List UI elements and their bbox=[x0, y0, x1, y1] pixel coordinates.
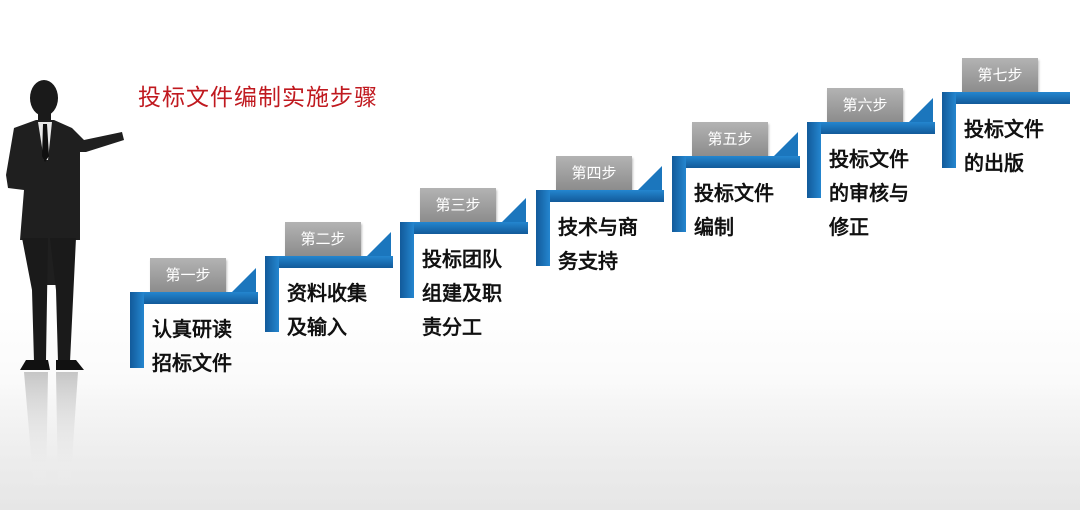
step-5-label: 投标文件 编制 bbox=[694, 181, 774, 239]
step-2-side-bar bbox=[265, 256, 279, 332]
step-7-side-bar bbox=[942, 92, 956, 168]
step-3-badge: 第三步 bbox=[420, 188, 496, 222]
step-1-side-bar bbox=[130, 292, 144, 368]
step-1-label: 认真研读 招标文件 bbox=[152, 317, 232, 375]
step-3-top-bar bbox=[400, 222, 528, 234]
step-7-top-bar bbox=[942, 92, 1070, 104]
step-2-corner-wedge bbox=[367, 232, 391, 256]
step-2: 第二步 资料收集 及输入 bbox=[265, 222, 410, 382]
step-6: 第六步 投标文件 的审核与 修正 bbox=[807, 88, 952, 248]
step-5-top-bar bbox=[672, 156, 800, 168]
step-7-label: 投标文件 的出版 bbox=[964, 117, 1044, 175]
step-2-top-bar bbox=[265, 256, 393, 268]
step-6-label: 投标文件 的审核与 修正 bbox=[829, 147, 909, 239]
step-1-badge: 第一步 bbox=[150, 258, 226, 292]
step-6-corner-wedge bbox=[909, 98, 933, 122]
step-4-side-bar bbox=[536, 190, 550, 266]
step-4-label: 技术与商 务支持 bbox=[558, 215, 638, 273]
step-6-side-bar bbox=[807, 122, 821, 198]
step-3-label: 投标团队 组建及职 责分工 bbox=[422, 247, 502, 339]
step-5-corner-wedge bbox=[774, 132, 798, 156]
step-3-corner-wedge bbox=[502, 198, 526, 222]
presenter-silhouette-icon bbox=[6, 80, 124, 490]
step-5: 第五步 投标文件 编制 bbox=[672, 122, 817, 282]
step-4-corner-wedge bbox=[638, 166, 662, 190]
floor-shadow bbox=[0, 380, 1080, 510]
step-6-top-bar bbox=[807, 122, 935, 134]
page-title: 投标文件编制实施步骤 bbox=[138, 85, 378, 111]
step-4: 第四步 技术与商 务支持 bbox=[536, 156, 681, 316]
step-1-corner-wedge bbox=[232, 268, 256, 292]
step-6-badge: 第六步 bbox=[827, 88, 903, 122]
step-7-badge: 第七步 bbox=[962, 58, 1038, 92]
step-2-badge: 第二步 bbox=[285, 222, 361, 256]
step-1: 第一步 认真研读 招标文件 bbox=[130, 258, 275, 418]
step-1-top-bar bbox=[130, 292, 258, 304]
step-4-badge: 第四步 bbox=[556, 156, 632, 190]
step-7: 第七步 投标文件 的出版 bbox=[942, 58, 1080, 218]
step-3: 第三步 投标团队 组建及职 责分工 bbox=[400, 188, 545, 348]
step-4-top-bar bbox=[536, 190, 664, 202]
step-3-side-bar bbox=[400, 222, 414, 298]
step-5-side-bar bbox=[672, 156, 686, 232]
step-2-label: 资料收集 及输入 bbox=[287, 281, 367, 339]
step-5-badge: 第五步 bbox=[692, 122, 768, 156]
